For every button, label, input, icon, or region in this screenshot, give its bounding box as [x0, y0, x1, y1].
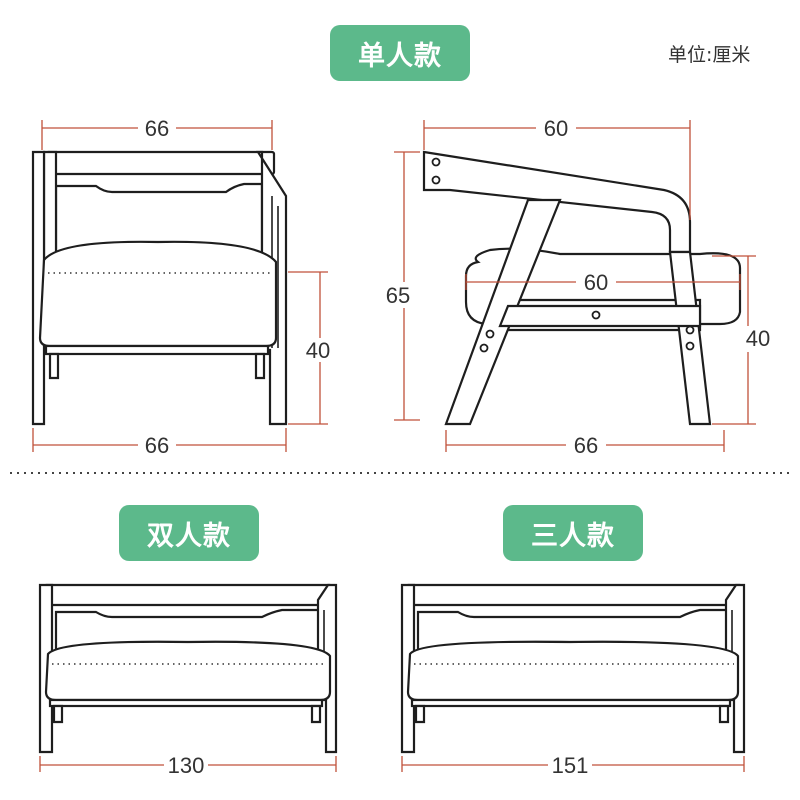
triple-seat-badge: 三人款: [503, 505, 643, 561]
single-front-seat-height-label: 40: [306, 338, 330, 363]
double-width-label: 130: [168, 753, 205, 778]
single-seat-badge: 单人款: [330, 25, 470, 81]
single-side-top-depth-label: 60: [544, 116, 568, 141]
double-seat-badge: 双人款: [119, 505, 259, 561]
single-front-bottom-width-label: 66: [145, 433, 169, 458]
single-side-bottom-depth-label: 66: [574, 433, 598, 458]
single-side-seat-depth-label: 60: [584, 270, 608, 295]
single-front-height-dimension: 40: [288, 271, 340, 425]
single-side-top-dimension: 60: [423, 116, 691, 220]
single-side-bottom-dimension: 66: [445, 430, 725, 458]
single-front-bottom-dimension: 66: [32, 428, 287, 458]
single-side-seat-height-dimension: 40: [712, 255, 778, 425]
double-sofa-front-view: [38, 583, 338, 754]
single-front-top-width-label: 66: [145, 116, 169, 141]
single-front-top-dimension: 66: [41, 116, 273, 150]
double-width-dimension: 130: [39, 752, 337, 778]
single-chair-front-view: [31, 150, 288, 426]
triple-width-dimension: 151: [401, 752, 745, 778]
single-side-height-dimension: 65: [380, 151, 420, 421]
single-side-seat-dimension: 60: [465, 270, 741, 295]
triple-sofa-front-view: [400, 583, 746, 754]
unit-label: 单位:厘米: [668, 44, 751, 66]
triple-width-label: 151: [552, 753, 589, 778]
single-side-seat-height-label: 40: [746, 326, 770, 351]
single-side-total-height-label: 65: [386, 283, 410, 308]
